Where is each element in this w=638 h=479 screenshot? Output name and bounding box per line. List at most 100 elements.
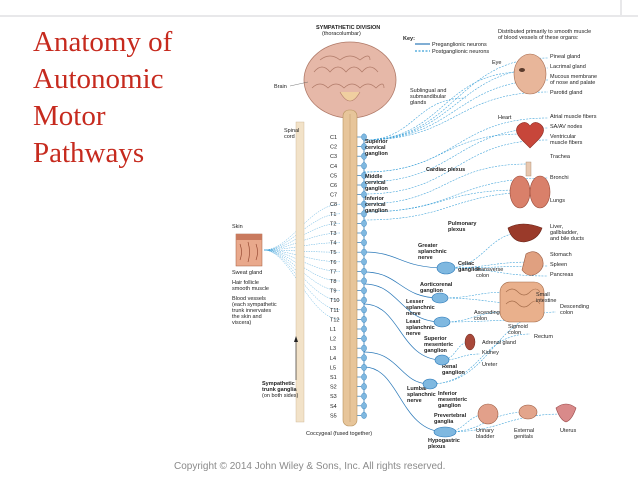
hair-follicle-label-2: smooth muscle [232, 286, 269, 292]
brain-illustration [303, 41, 397, 119]
superior-mesenteric-label-3: ganglion [424, 348, 448, 354]
hair-follicle-label: Hair follicle [232, 280, 259, 286]
inferior-mesenteric-label-2: mesenteric [438, 397, 467, 403]
middle-cervical-label-2: cervical [365, 180, 386, 186]
skin-label: Skin [232, 224, 243, 230]
title-line: Pathways [33, 137, 145, 169]
postganglionic-fiber [363, 57, 549, 141]
ventricular-label-2: muscle fibers [550, 140, 583, 146]
greater-splanchnic-label-2: splanchnic [418, 249, 447, 255]
postganglionic-fiber [441, 341, 471, 361]
skin-fiber [263, 213, 341, 251]
segment-label: T12 [330, 317, 339, 323]
external-genitals-label-2: genitals [514, 434, 533, 440]
hypogastric-label: Hypogastric [428, 438, 460, 444]
skin-fiber [263, 204, 341, 251]
slide-title: Anatomy of Autonomic Motor Pathways [33, 24, 233, 172]
segment-label: S3 [330, 394, 337, 400]
lung-left [509, 175, 531, 209]
kidney-label: Kidney [482, 350, 499, 356]
splanchnic-fiber [363, 271, 441, 299]
rectum-label: Rectum [534, 334, 553, 340]
segment-label: T11 [330, 308, 339, 314]
least-splanchnic-label-3: nerve [406, 331, 421, 337]
liver-label-3: and bile ducts [550, 236, 584, 242]
superior-mesenteric-ganglion [433, 316, 451, 328]
renal-ganglion [434, 354, 450, 366]
trunk-label: Sympathetic [262, 381, 295, 387]
renal-ganglion-label: Renal [442, 364, 457, 370]
inferior-mesenteric-label-3: ganglion [438, 403, 462, 409]
sympathetic-chain [361, 133, 367, 419]
pineal-label: Pineal gland [550, 54, 580, 60]
spinal-cord-label-2: cord [284, 134, 295, 140]
blood-vessels-label: Blood vessels [232, 296, 266, 302]
lumbar-splanchnic-label-2: splanchnic [407, 392, 436, 398]
postganglionic-fiber [445, 267, 549, 277]
chain-ganglion [361, 411, 367, 419]
copyright-notice: Copyright © 2014 John Wiley & Sons, Inc.… [174, 461, 446, 472]
intestine-illustration [499, 281, 545, 323]
skin-fiber [263, 249, 341, 253]
chain-ganglion [361, 315, 367, 323]
segment-label: T7 [330, 269, 336, 275]
least-splanchnic-label-2: splanchnic [406, 325, 435, 331]
ascending-colon-label-2: colon [474, 316, 487, 322]
least-splanchnic-label: Least [406, 319, 421, 325]
pulmonary-plexus-label: Pulmonary [448, 221, 477, 227]
key-postganglionic: Postganglionic neurons [432, 49, 489, 55]
lumbar-splanchnic-label-3: nerve [407, 398, 422, 404]
segment-label: L4 [330, 356, 336, 362]
superior-cervical-label: Superior [365, 139, 388, 145]
segment-label: L2 [330, 337, 336, 343]
segment-label: T2 [330, 221, 336, 227]
title-line: Motor [33, 100, 106, 132]
key-preganglionic: Preganglionic neurons [432, 42, 487, 48]
ureter-label: Ureter [482, 362, 497, 368]
postganglionic-fiber [363, 91, 549, 141]
ascending-colon-label: Ascending [474, 310, 500, 316]
ganglion-labels: Superior cervical ganglion Middle cervic… [365, 139, 482, 450]
urinary-bladder-label: Urinary [476, 428, 494, 434]
aorticorenal-label: Aorticorenal [420, 282, 453, 288]
lesser-splanchnic-label-2: splanchnic [406, 305, 435, 311]
skin-fiber [263, 223, 341, 251]
segment-label: C5 [330, 173, 337, 179]
hypogastric-label-2: plexus [428, 444, 445, 450]
segment-label: T5 [330, 250, 336, 256]
chain-ganglion [361, 306, 367, 314]
stomach-illustration [521, 251, 544, 276]
bladder-illustration [477, 403, 499, 425]
segment-label: L5 [330, 365, 336, 371]
postganglionic-fiber [363, 117, 549, 173]
segment-label: S4 [330, 404, 337, 410]
segment-label: T6 [330, 260, 336, 266]
segment-label: C3 [330, 154, 337, 160]
superior-mesenteric-label: Superior [424, 336, 447, 342]
trunk-label-3: (on both sides) [262, 393, 299, 399]
organ-labels: Eye Pineal gland Lacrimal gland Mucous m… [410, 54, 597, 440]
brain-label: Brain [274, 84, 287, 90]
middle-cervical-label-3: ganglion [365, 186, 389, 192]
segment-label: T4 [330, 241, 336, 247]
splanchnic-fiber [363, 283, 443, 323]
heart-illustration [516, 122, 544, 149]
pancreas-label: Pancreas [550, 272, 573, 278]
sweat-gland-label: Sweat gland [232, 270, 262, 276]
adrenal-label: Adrenal gland [482, 340, 516, 346]
lesser-splanchnic-label: Lesser [406, 299, 425, 305]
blood-vessels-label-3: trunk innervates [232, 308, 271, 314]
key-title: Key: [403, 36, 415, 42]
chain-ganglion [361, 363, 367, 371]
transverse-colon-label-2: colon [476, 273, 489, 279]
segment-label: L1 [330, 327, 336, 333]
chain-ganglion [361, 402, 367, 410]
transverse-colon-label: Transverse [476, 267, 503, 273]
middle-cervical-label: Middle [365, 174, 382, 180]
uterus-illustration [555, 403, 577, 423]
chain-ganglion [361, 325, 367, 333]
heart-label: Heart [498, 115, 512, 121]
segment-label: C6 [330, 183, 337, 189]
chain-ganglion [361, 143, 367, 151]
